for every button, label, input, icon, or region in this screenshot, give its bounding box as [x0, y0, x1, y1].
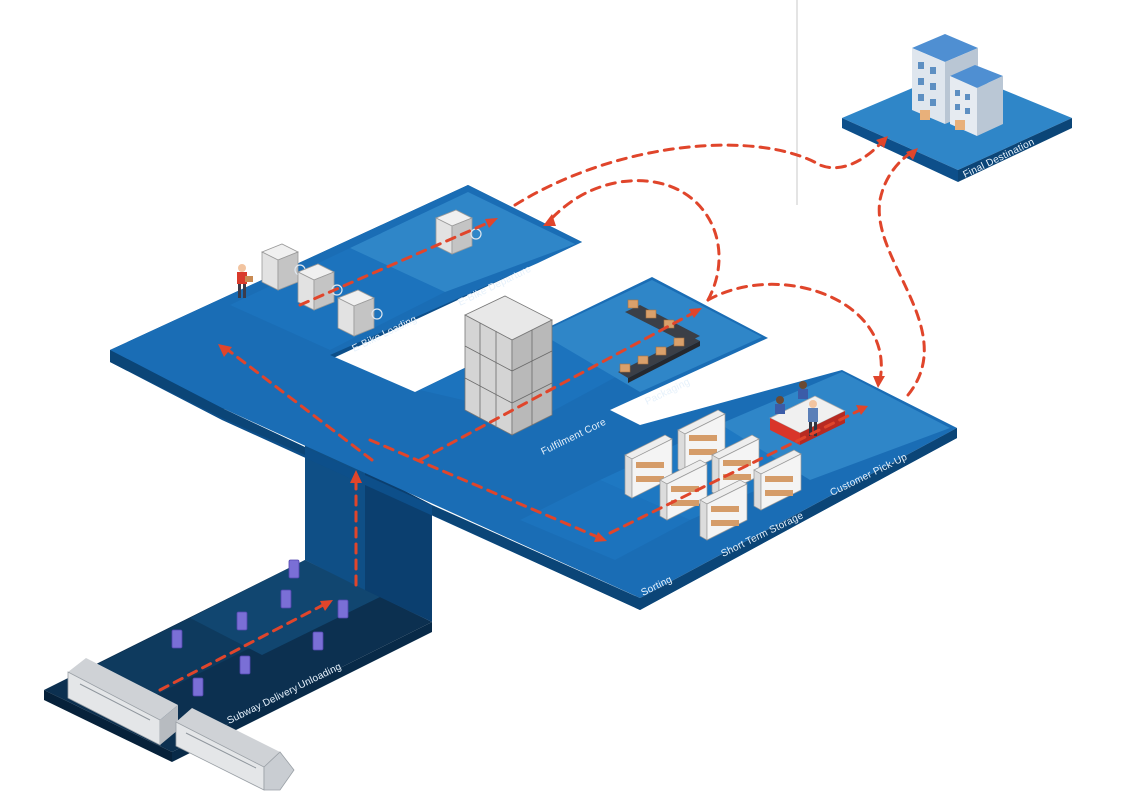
cargo-ebike-icon — [261, 243, 306, 291]
arrowhead — [594, 532, 607, 542]
staff-figure — [775, 381, 808, 414]
destination-building-icon — [912, 34, 1003, 136]
purple-parcel-icon — [288, 559, 300, 579]
purple-parcel-icon — [236, 611, 248, 631]
flow-subway-to-unloading — [158, 602, 327, 692]
vertical-shaft — [305, 445, 432, 622]
pickup-counter-icon — [769, 381, 846, 445]
flow-packaging-to-ebike — [548, 179, 721, 302]
subway-delivery-zone — [90, 618, 250, 698]
arrowhead — [856, 405, 868, 415]
arrowhead — [350, 470, 362, 483]
arrowhead — [876, 136, 888, 148]
flow-spine-to-sorting — [368, 438, 602, 540]
arrowhead — [689, 308, 702, 318]
arrowhead — [485, 218, 498, 228]
purple-parcel-icon — [239, 655, 251, 675]
arrowhead — [320, 600, 333, 611]
automated-storage-rack-icon — [464, 295, 553, 436]
sorting-zone — [520, 480, 690, 560]
storage-shelf-icon — [699, 479, 748, 541]
courier-icon — [237, 264, 253, 298]
purple-parcel-icon — [312, 631, 324, 651]
storage-shelf-icon — [659, 459, 708, 521]
arrowhead — [906, 148, 918, 160]
customer-figure — [808, 400, 818, 436]
flow-pickup-to-destination — [877, 150, 926, 397]
cargo-ebike-icon — [337, 289, 383, 337]
purple-parcel-icon — [280, 589, 292, 609]
flow-sorting-to-pickup — [608, 408, 862, 535]
purple-parcel-icon — [171, 629, 183, 649]
conveyor-belt-icon — [618, 299, 700, 383]
arrowhead — [218, 344, 232, 357]
storage-shelf-icon — [711, 434, 760, 497]
purple-parcel-icon — [192, 677, 204, 697]
flow-fulfilment-to-packaging — [418, 310, 697, 462]
arrowhead — [543, 214, 556, 226]
subway-train-icon — [67, 658, 295, 791]
storage-shelf-icon — [677, 409, 726, 474]
flow-packaging-to-pickup — [706, 282, 883, 382]
flow-ebike-to-destination — [513, 140, 884, 207]
purple-parcel-icon — [337, 599, 349, 619]
arrowhead — [873, 376, 885, 388]
flow-spine-to-ebike — [226, 348, 374, 462]
storage-shelf-icon — [753, 449, 802, 511]
storage-shelf-icon — [624, 434, 673, 499]
flow-arrows — [158, 136, 926, 692]
flow-ebike-load-to-departure — [298, 220, 492, 307]
ebike-loading-zone — [230, 248, 445, 350]
parcel-group — [171, 559, 349, 697]
shelf-group — [624, 409, 802, 541]
cargo-ebike-icon — [297, 263, 343, 311]
